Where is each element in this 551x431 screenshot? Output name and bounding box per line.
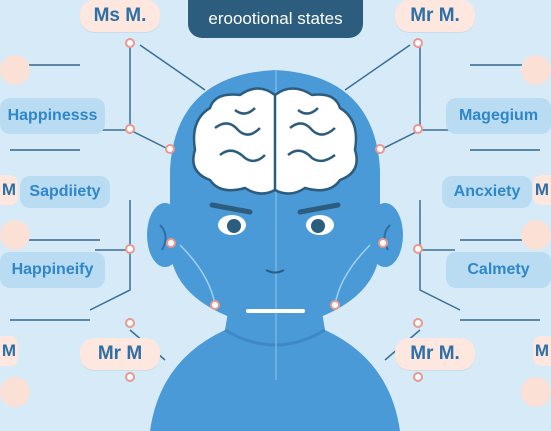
connector-dot — [413, 372, 423, 382]
left-edge-circle-bottom — [0, 377, 30, 407]
connector-dot — [413, 244, 423, 254]
right-edge-circle-top — [521, 55, 551, 85]
connector-dot — [413, 318, 423, 328]
right-edge-top-tab: M — [533, 175, 551, 205]
connector-dot — [125, 318, 135, 328]
left-edge-circle-mid — [0, 220, 30, 250]
connector-dot — [125, 124, 135, 134]
bottom-right-bubble: Mr M. — [395, 338, 475, 370]
bottom-left-bubble: Mr M — [80, 338, 160, 370]
right-edge-circle-mid — [521, 220, 551, 250]
left-edge-bottom-tab: M — [0, 336, 18, 366]
top-right-bubble: Mr M. — [395, 0, 475, 32]
connector-dot — [125, 372, 135, 382]
left-label-1: Happinesss — [0, 98, 105, 134]
connector-dot — [413, 124, 423, 134]
connector-dot — [125, 244, 135, 254]
connector-dot — [375, 144, 385, 154]
connector-dot — [330, 300, 340, 310]
right-edge-bottom-tab: M — [533, 336, 551, 366]
right-label-3: Calmety — [446, 252, 551, 288]
right-edge-circle-bottom — [521, 377, 551, 407]
left-label-3: Happineify — [0, 252, 105, 288]
left-label-2: Sapdiiety — [20, 176, 110, 208]
left-edge-top-tab: M — [0, 175, 18, 205]
right-label-1: Magegium — [446, 98, 551, 134]
connector-dot — [413, 38, 423, 48]
right-label-2: Ancxiety — [442, 176, 532, 208]
page-title: eroootional states — [188, 0, 363, 38]
connector-dot — [165, 144, 175, 154]
connector-dot — [210, 300, 220, 310]
connector-dot — [378, 238, 388, 248]
connector-dot — [125, 38, 135, 48]
connector-dot — [166, 238, 176, 248]
left-edge-circle-top — [0, 55, 30, 85]
top-left-bubble: Ms M. — [80, 0, 160, 32]
